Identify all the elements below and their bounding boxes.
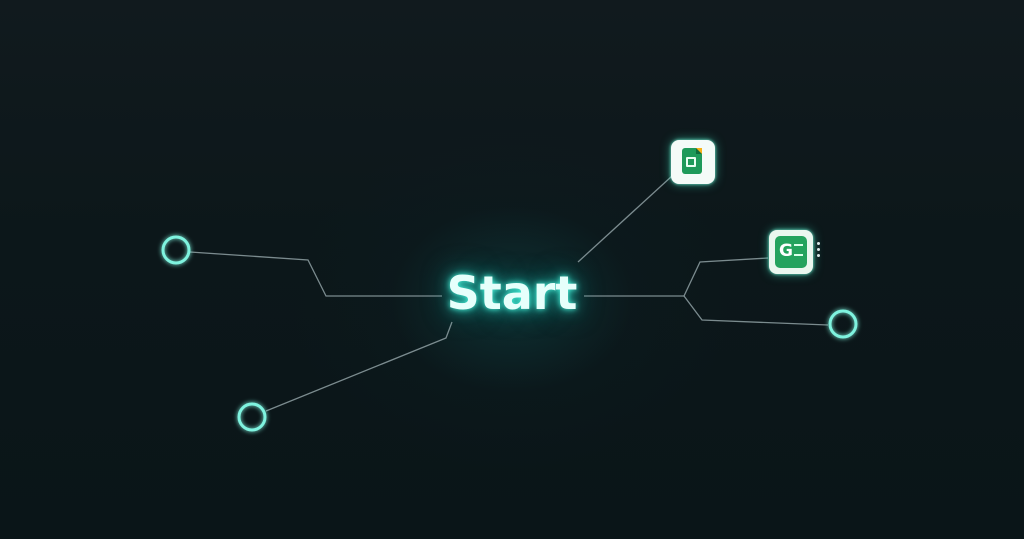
connector-left-upper <box>189 251 442 297</box>
endpoint-node-right[interactable] <box>828 309 858 339</box>
dot-icon <box>817 248 820 251</box>
dot-icon <box>817 254 820 257</box>
connector-right-lower <box>683 295 829 326</box>
connector-left-lower <box>265 321 453 412</box>
start-node-label[interactable]: Start <box>446 266 578 320</box>
docs-icon-lines <box>794 244 803 256</box>
connector-right-upper <box>683 257 769 297</box>
spreadsheet-app-icon[interactable] <box>671 140 715 184</box>
dot-icon <box>817 242 820 245</box>
more-vertical-icon[interactable] <box>817 242 821 262</box>
spreadsheet-grid-glyph <box>686 157 696 167</box>
docs-app-icon[interactable]: G <box>769 230 813 274</box>
spreadsheet-fold-shape <box>696 148 702 154</box>
docs-icon-glyph: G <box>779 241 793 261</box>
endpoint-node-left-upper[interactable] <box>161 235 191 265</box>
connector-top-right <box>577 175 673 263</box>
docs-icon-body <box>775 236 807 268</box>
spreadsheet-doc-shape <box>682 148 702 174</box>
endpoint-node-left-lower[interactable] <box>237 402 267 432</box>
